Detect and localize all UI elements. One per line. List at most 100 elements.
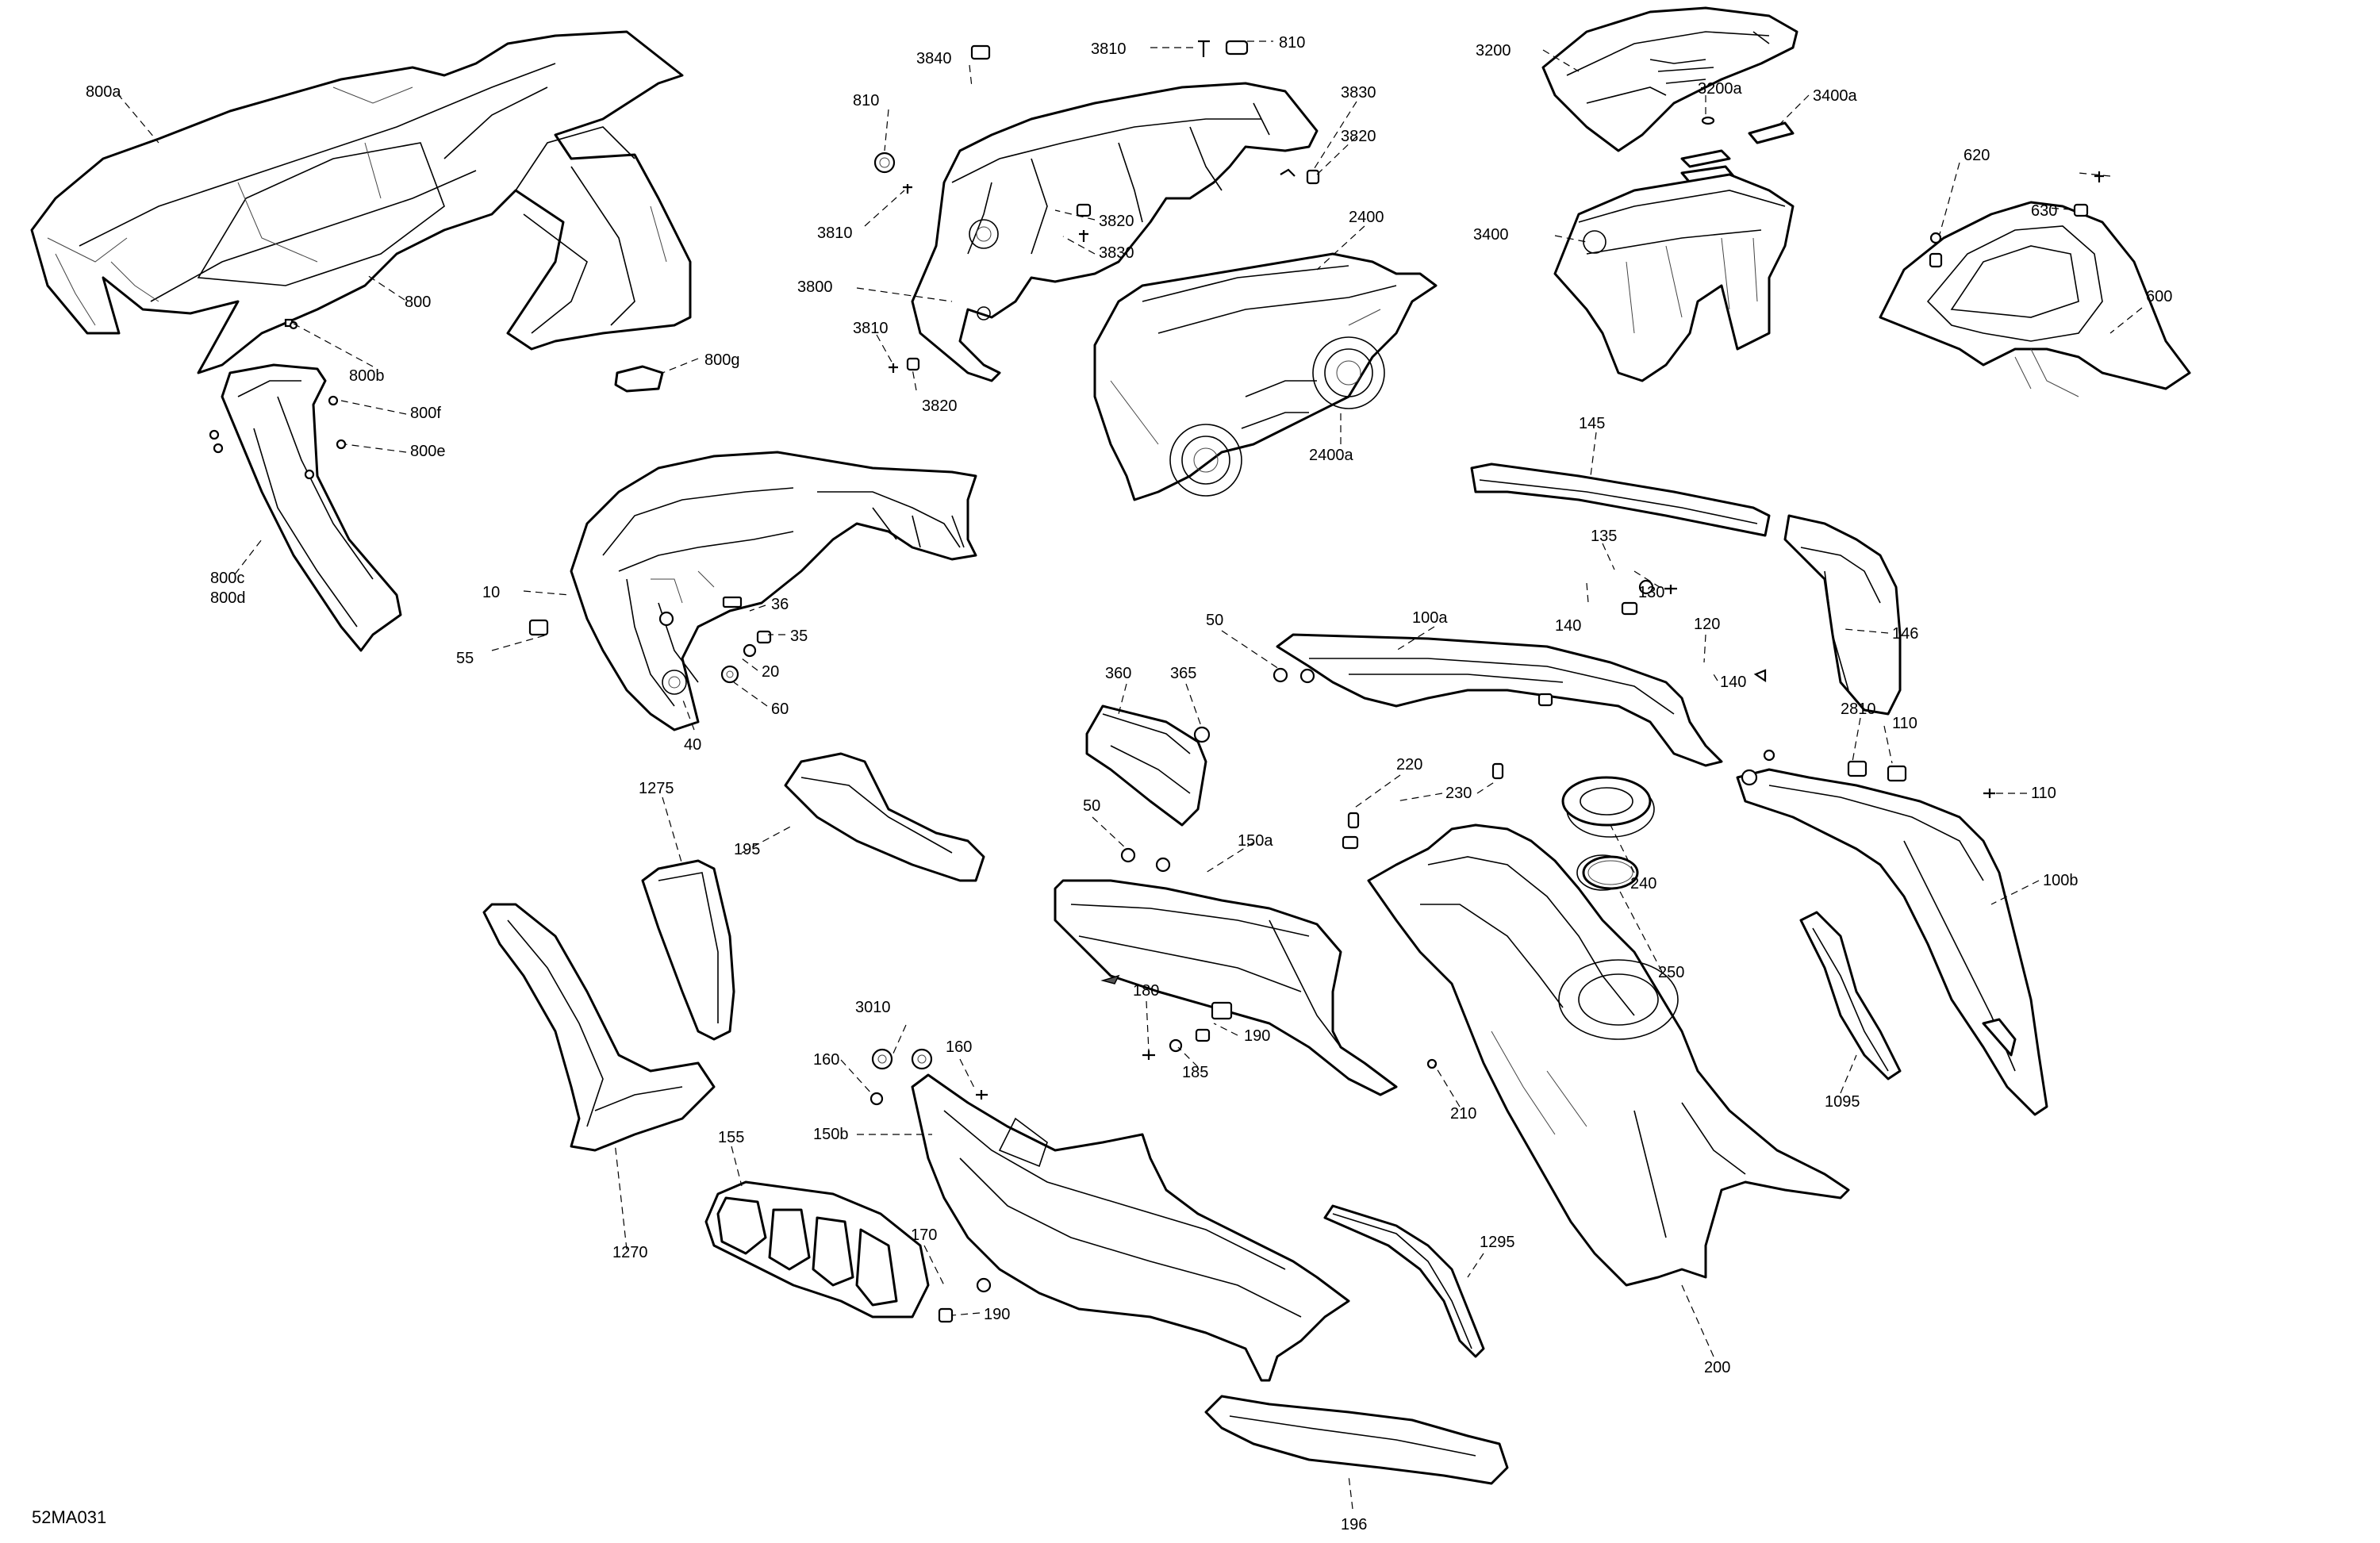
callout-360: 360	[1105, 665, 1131, 682]
callout-195: 195	[734, 841, 760, 858]
callout-150b: 150b	[813, 1126, 849, 1143]
diagram-id: 52MA031	[32, 1507, 107, 1527]
callout-160-right: 160	[946, 1038, 972, 1056]
callout-250: 250	[1658, 964, 1684, 981]
callout-1275: 1275	[639, 780, 674, 797]
callout-600: 600	[2146, 288, 2172, 305]
callout-170: 170	[911, 1226, 937, 1244]
callout-3820-top: 3820	[1341, 128, 1376, 145]
part-155-vent-grille	[704, 1180, 930, 1318]
callout-365: 365	[1170, 665, 1196, 682]
callout-20: 20	[762, 663, 779, 681]
callout-240: 240	[1630, 875, 1656, 892]
callout-55: 55	[456, 650, 474, 667]
part-800c-side-bracket	[209, 320, 402, 652]
callout-2810: 2810	[1841, 700, 1876, 718]
part-1270-panel	[482, 903, 716, 1152]
callout-800c: 800c	[210, 570, 244, 587]
part-10-nose-assembly	[528, 451, 977, 731]
callout-labels: 800a 800 800b 800g 800f 800e 800c 800d 3…	[86, 34, 2172, 1533]
part-240-cap-ring	[1561, 776, 1652, 827]
callout-60: 60	[771, 700, 789, 718]
callout-810-left: 810	[853, 92, 879, 109]
callout-100a: 100a	[1412, 609, 1448, 627]
callout-180: 180	[1133, 982, 1159, 1000]
callout-140-right: 140	[1720, 674, 1746, 691]
callout-810-top: 810	[1279, 34, 1305, 52]
callout-50-mid: 50	[1083, 797, 1100, 815]
callout-146: 146	[1892, 625, 1918, 643]
callout-36: 36	[771, 596, 789, 613]
part-360-bracket	[1085, 704, 1211, 827]
callout-35: 35	[790, 628, 808, 645]
callout-50-top: 50	[1206, 612, 1223, 629]
callout-135: 135	[1591, 528, 1617, 545]
callout-2400: 2400	[1349, 209, 1384, 226]
callout-630: 630	[2031, 202, 2057, 220]
callout-185: 185	[1182, 1064, 1208, 1081]
callout-3400: 3400	[1473, 226, 1509, 244]
callout-3200: 3200	[1476, 42, 1511, 59]
callout-1095: 1095	[1825, 1093, 1860, 1111]
part-1275-panel	[641, 859, 735, 1041]
callout-800f: 800f	[410, 405, 441, 422]
part-200-center-body	[1342, 762, 1850, 1287]
callout-200: 200	[1704, 1359, 1730, 1376]
callout-10: 10	[482, 584, 500, 601]
part-195-trim	[784, 752, 985, 882]
callout-800a: 800a	[86, 83, 121, 101]
callout-3820-low: 3820	[922, 397, 958, 415]
callout-110-right: 110	[2031, 785, 2056, 802]
part-3800-headlight-bracket	[873, 40, 1320, 382]
callout-800d: 800d	[210, 589, 246, 607]
part-1095-strip	[1799, 911, 1902, 1080]
part-3400-storage-bin	[1553, 173, 1795, 382]
callout-100b: 100b	[2043, 872, 2079, 889]
callout-3830-mid: 3830	[1099, 244, 1134, 262]
part-2400-headlight	[1093, 252, 1438, 501]
callout-190-mid: 190	[1244, 1027, 1270, 1045]
part-100a-side-rail	[1273, 579, 1767, 767]
callout-1270: 1270	[612, 1244, 648, 1261]
callout-3810-low: 3810	[853, 320, 889, 337]
part-145-trim-strip	[1470, 463, 1771, 537]
callout-2400a: 2400a	[1309, 447, 1353, 464]
callout-620: 620	[1964, 147, 1990, 164]
part-150a-side-panel	[1054, 847, 1398, 1096]
part-3200-storage-lid	[1541, 6, 1798, 184]
part-146-side-trim	[1783, 514, 1902, 716]
callout-3810-mid: 3810	[817, 225, 853, 242]
part-150b-lower-panel	[869, 1048, 1350, 1382]
callout-3830-top: 3830	[1341, 84, 1376, 102]
callout-140-top: 140	[1555, 617, 1581, 635]
callout-800e: 800e	[410, 443, 446, 460]
callout-190-low: 190	[984, 1306, 1010, 1323]
callout-220: 220	[1396, 756, 1422, 773]
callout-3820-mid: 3820	[1099, 213, 1134, 230]
callout-230: 230	[1445, 785, 1472, 802]
callout-155: 155	[718, 1129, 744, 1146]
callout-40: 40	[684, 736, 701, 754]
leader-lines	[117, 40, 2143, 1510]
callout-3810-top: 3810	[1091, 40, 1127, 58]
callout-3840: 3840	[916, 50, 952, 67]
callout-800g: 800g	[704, 351, 740, 369]
callout-1295: 1295	[1480, 1234, 1515, 1251]
callout-800: 800	[405, 294, 431, 311]
callout-3200a: 3200a	[1698, 80, 1742, 98]
callout-160-left: 160	[813, 1051, 839, 1069]
part-196-lower-trim	[1204, 1395, 1509, 1485]
part-1295-strip	[1323, 1204, 1485, 1358]
callout-130: 130	[1638, 584, 1664, 601]
callout-150a: 150a	[1238, 832, 1273, 850]
part-100b-side-rail	[1736, 749, 2048, 1116]
part-600-rear-panel	[1879, 171, 2191, 397]
callout-800b: 800b	[349, 367, 385, 385]
callout-110-top: 110	[1892, 715, 1917, 732]
callout-196: 196	[1341, 1516, 1367, 1533]
callout-3400a: 3400a	[1813, 87, 1857, 105]
callout-210: 210	[1450, 1105, 1476, 1123]
callout-3010: 3010	[855, 999, 891, 1016]
callout-120: 120	[1694, 616, 1720, 633]
